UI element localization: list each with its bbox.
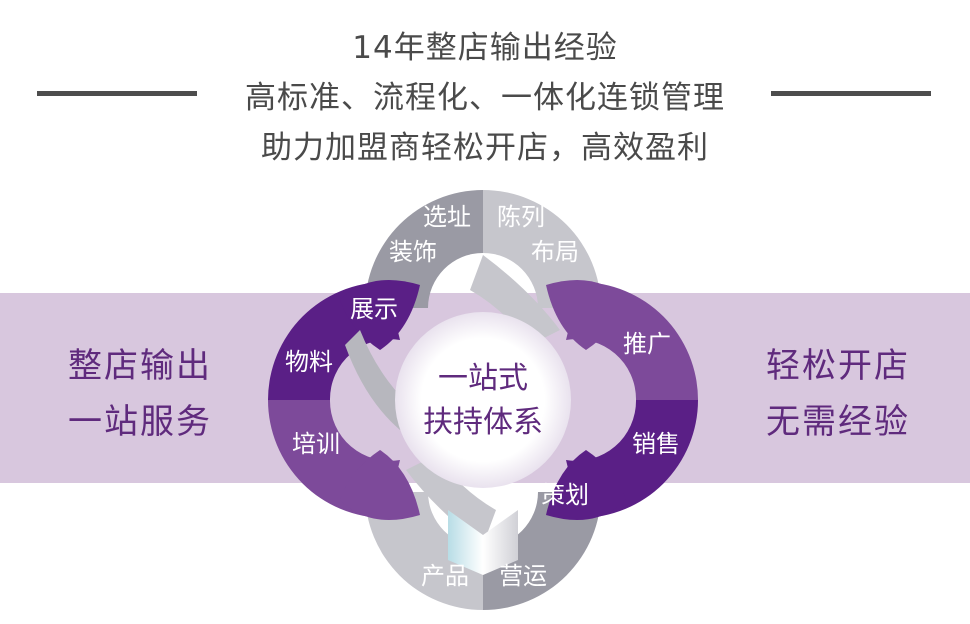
petal-top-right: [546, 280, 626, 350]
center-label-line-1: 一站式: [438, 361, 528, 396]
center-label-line-2: 扶持体系: [423, 405, 543, 440]
segment-label-zhuangshi: 装饰: [389, 238, 437, 266]
ring-top-left: [365, 190, 483, 308]
segment-label-wuliao: 物料: [285, 348, 333, 376]
right-divider: [771, 91, 931, 96]
left-slogan: 整店输出 一站服务: [68, 338, 212, 450]
fold-highlight: [448, 510, 518, 575]
segment-label-peixun: 培训: [292, 430, 340, 458]
left-divider: [37, 91, 197, 96]
left-slogan-line-1: 整店输出: [68, 346, 212, 386]
segment-label-xuanzhi: 选址: [423, 203, 471, 231]
sweep-bottom: [406, 455, 496, 545]
ring-top-right: [483, 190, 601, 308]
header-line-3: 助力加盟商轻松开店，高效盈利: [261, 130, 709, 166]
ring-bottom-left: [365, 492, 483, 610]
segment-label-buju: 布局: [531, 238, 579, 266]
segment-label-xiaoshou: 销售: [632, 430, 680, 458]
segment-label-yingyun: 营运: [499, 562, 547, 590]
center-circle: [395, 312, 571, 488]
petal-bottom-right: [546, 450, 626, 520]
left-slogan-line-2: 一站服务: [68, 402, 212, 442]
right-slogan: 轻松开店 无需经验: [766, 338, 910, 450]
right-slogan-line-2: 无需经验: [766, 402, 910, 442]
petal-bottom-left: [340, 450, 420, 520]
header-line-1: 14年整店输出经验: [352, 30, 618, 66]
segment-label-zhanshi: 展示: [350, 295, 398, 323]
segment-label-tuiguang: 推广: [623, 330, 671, 358]
right-slogan-line-1: 轻松开店: [766, 346, 910, 386]
ring-bottom-right: [483, 492, 601, 610]
sweep-top: [470, 255, 560, 345]
segment-label-chanpin: 产品: [421, 562, 469, 590]
header-line-2: 高标准、流程化、一体化连锁管理: [245, 80, 725, 116]
segment-label-cehua: 策划: [541, 481, 589, 509]
segment-label-chenlie: 陈列: [497, 203, 545, 231]
